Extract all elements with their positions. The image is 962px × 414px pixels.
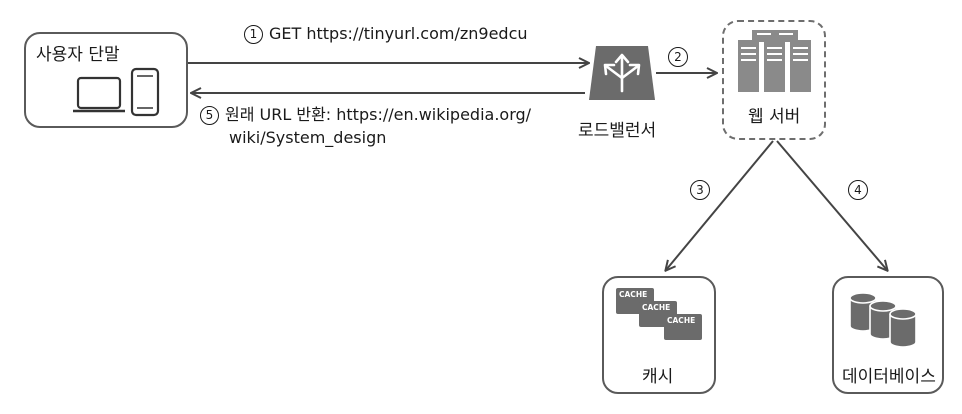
cache-chips-icon: CACHE CACHE CACHE [616, 288, 702, 340]
step-4-number: 4 [848, 180, 868, 200]
database-box: 데이터베이스 [832, 276, 944, 394]
server-rack-icon [738, 30, 811, 92]
cache-chip-2-label: CACHE [642, 303, 670, 312]
database-cylinders-icon [849, 292, 917, 348]
web-server-box: 웹 서버 [722, 20, 826, 140]
step-5-label: 5 원래 URL 반환: https://en.wikipedia.org/ wi… [200, 103, 531, 149]
arrow-webserver-to-cache [666, 140, 774, 270]
load-balancer-label: 로드밸런서 [578, 121, 657, 141]
step-2-number: 2 [668, 47, 688, 67]
load-balancer-icon [589, 46, 655, 100]
step-5-number: 5 [200, 106, 219, 125]
step-1-number: 1 [244, 25, 263, 44]
step-3-number: 3 [690, 180, 710, 200]
phone-icon [130, 67, 160, 117]
step-5-text-line2: wiki/System_design [229, 128, 387, 147]
web-server-label: 웹 서버 [748, 107, 801, 127]
cache-chip-3-label: CACHE [667, 316, 695, 325]
cache-label: 캐시 [642, 367, 674, 387]
step-5-text-line1: 원래 URL 반환: https://en.wikipedia.org/ [225, 105, 532, 124]
laptop-icon [73, 76, 125, 113]
step-1-label: 1 GET https://tinyurl.com/zn9edcu [244, 22, 528, 45]
arrow-webserver-to-db [776, 140, 887, 270]
database-label: 데이터베이스 [842, 367, 936, 387]
cache-chip-1-label: CACHE [619, 290, 647, 299]
step-1-text: GET https://tinyurl.com/zn9edcu [269, 24, 528, 43]
cache-box: CACHE CACHE CACHE 캐시 [602, 276, 716, 394]
client-box: 사용자 단말 [24, 32, 188, 128]
client-label: 사용자 단말 [36, 45, 120, 65]
